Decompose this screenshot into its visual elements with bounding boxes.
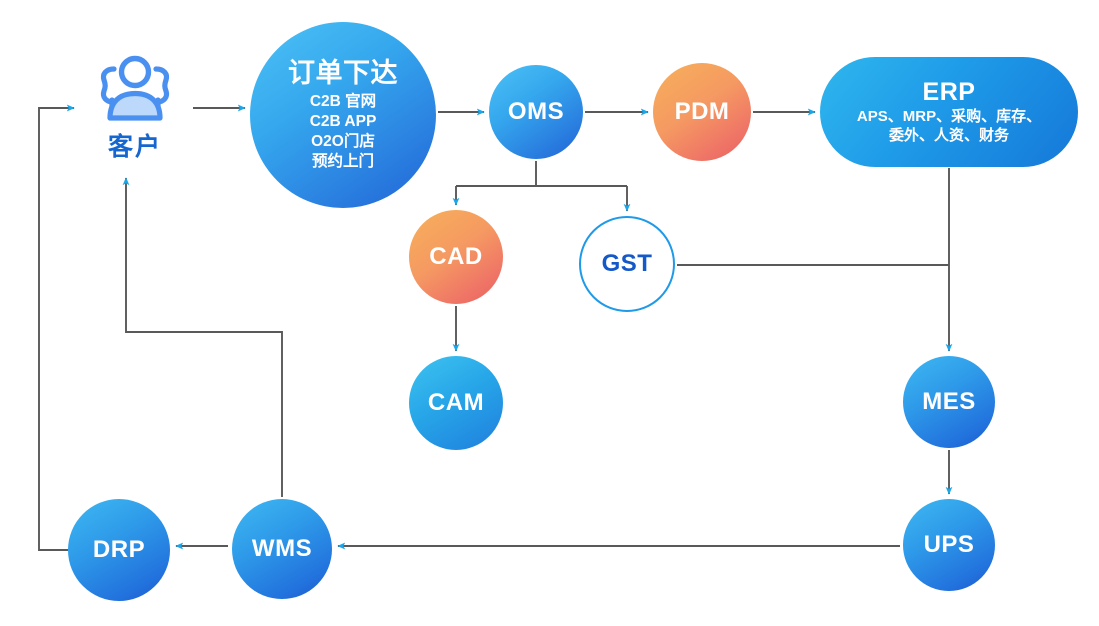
node-drp-label: DRP: [92, 536, 146, 564]
order-sub-line: C2B 官网: [309, 93, 377, 111]
erp-sub-line: 委外、人资、财务: [888, 127, 1009, 145]
node-customer[interactable]: 客户: [79, 52, 191, 172]
node-oms-label: OMS: [507, 98, 565, 126]
node-cad[interactable]: CAD: [409, 210, 503, 304]
node-drp[interactable]: DRP: [68, 499, 170, 601]
node-ups[interactable]: UPS: [903, 499, 995, 591]
node-erp-title: ERP: [922, 77, 976, 106]
node-gst[interactable]: GST: [579, 216, 675, 312]
node-cam[interactable]: CAM: [409, 356, 503, 450]
node-cad-label: CAD: [429, 243, 483, 271]
node-wms[interactable]: WMS: [232, 499, 332, 599]
node-order-placement[interactable]: 订单下达 C2B 官网 C2B APP O2O门店 预约上门: [250, 22, 436, 208]
node-mes-label: MES: [922, 388, 976, 416]
node-pdm[interactable]: PDM: [653, 63, 751, 161]
node-wms-label: WMS: [251, 535, 313, 563]
node-mes[interactable]: MES: [903, 356, 995, 448]
erp-sub-line: APS、MRP、采购、库存、: [856, 107, 1042, 125]
customer-label: 客户: [107, 133, 162, 161]
node-erp[interactable]: ERP APS、MRP、采购、库存、 委外、人资、财务: [820, 57, 1078, 167]
node-oms[interactable]: OMS: [489, 65, 583, 159]
order-sub-line: O2O门店: [311, 132, 375, 150]
edge-wms-to-customer: [122, 177, 283, 497]
people-group-icon: [100, 55, 170, 121]
edge-drp-to-customer: [38, 104, 75, 551]
node-cam-label: CAM: [427, 389, 485, 417]
node-ups-label: UPS: [923, 531, 975, 559]
node-order-subtitle: C2B 官网 C2B APP O2O门店 预约上门: [310, 92, 377, 171]
order-sub-line: 预约上门: [311, 152, 374, 170]
node-order-title: 订单下达: [288, 57, 398, 88]
node-gst-label: GST: [601, 250, 653, 278]
node-pdm-label: PDM: [674, 98, 730, 126]
node-erp-subtitle: APS、MRP、采购、库存、 委外、人资、财务: [857, 107, 1041, 145]
order-sub-line: C2B APP: [309, 112, 377, 130]
